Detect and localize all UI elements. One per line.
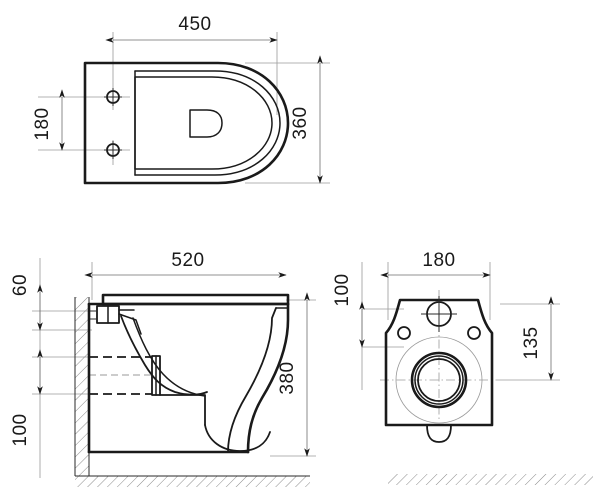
dim-rear-outlet-height-label: 135 — [521, 326, 542, 359]
dim-side-inlet-height: 60 — [10, 274, 43, 331]
rear-floor — [388, 474, 593, 485]
top-seat-inner-outline — [134, 76, 273, 170]
top-rim-thickness-line — [134, 70, 281, 176]
dim-top-width: 450 — [105, 14, 278, 43]
side-seat-plate — [101, 293, 290, 306]
side-cavity-inner-line — [132, 317, 206, 397]
side-bowl-bottom — [204, 424, 271, 452]
rear-floor-hatch — [388, 474, 593, 485]
dim-top-depth-label: 360 — [290, 106, 311, 139]
dim-side-floor-gap-label: 100 — [10, 413, 31, 446]
dim-rear-bolt-spacing-label: 180 — [422, 250, 455, 271]
top-bolt-hole-lower — [104, 141, 122, 159]
side-bowl-right-inner — [227, 307, 277, 453]
dim-side-bowl-height: 380 — [277, 292, 310, 457]
side-waste-outlet — [89, 355, 161, 396]
dim-top-bolt-label: 180 — [32, 107, 53, 140]
dim-side-bowl-height-label: 380 — [277, 361, 298, 394]
side-wall-hatch — [75, 297, 89, 476]
side-view-group: 520 60 100 380 — [10, 250, 316, 487]
side-bowl-right-profile — [246, 302, 290, 454]
dim-top-width-label: 450 — [178, 14, 211, 35]
dim-side-inlet-label: 60 — [10, 274, 31, 296]
dim-rear-bolt-spacing: 180 — [380, 250, 491, 278]
dim-side-projection: 520 — [84, 250, 287, 278]
dim-rear-outlet-height: 135 — [521, 296, 554, 381]
dim-side-projection-label: 520 — [171, 250, 204, 271]
top-bolt-hole-upper — [104, 88, 122, 106]
side-wall — [74, 297, 90, 476]
top-bowl-outline — [83, 61, 290, 185]
top-flush-cutout — [189, 109, 223, 138]
side-floor — [75, 475, 310, 487]
top-view-group: 450 180 360 — [32, 14, 330, 185]
rear-waste-outlet-ring — [395, 336, 483, 424]
dim-side-floor-gap: 100 — [10, 413, 31, 446]
rear-bolt-hole-right — [467, 326, 481, 340]
dim-rear-bolt-height-label: 100 — [332, 273, 353, 306]
dim-rear-bolt-height: 100 — [332, 273, 365, 348]
dim-top-bolt-spacing: 180 — [32, 89, 65, 151]
rear-water-inlet-hole — [421, 296, 457, 332]
side-trap-base — [159, 394, 206, 426]
rear-view-group: 180 100 135 — [332, 250, 593, 485]
dim-top-depth: 360 — [290, 55, 323, 184]
rear-body-outline — [384, 298, 494, 427]
side-cavity-left-wall — [120, 315, 208, 396]
rear-bottom-tab — [426, 424, 452, 443]
rear-bolt-hole-left — [397, 326, 411, 340]
side-floor-hatch — [75, 476, 310, 487]
side-water-inlet — [89, 305, 142, 335]
